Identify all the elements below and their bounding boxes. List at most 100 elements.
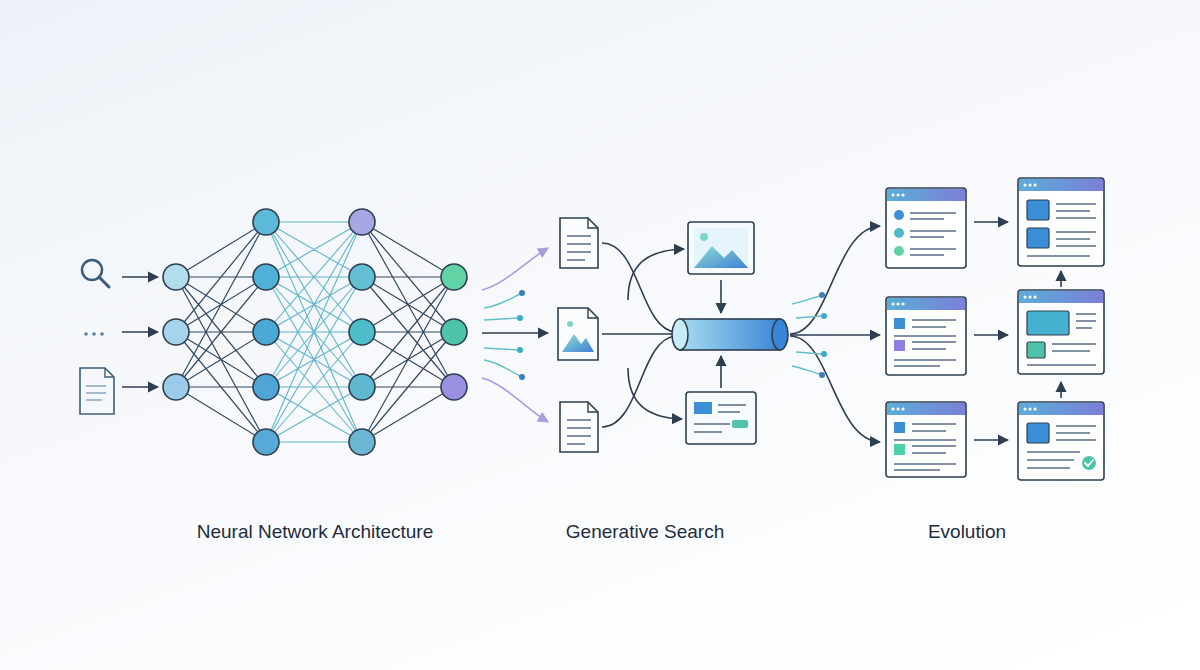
window-dots bbox=[893, 194, 903, 197]
document-lines bbox=[567, 236, 591, 260]
neuron bbox=[441, 319, 467, 345]
branch-arrow bbox=[628, 249, 684, 300]
list-bullet bbox=[894, 210, 904, 220]
neuron bbox=[163, 374, 189, 400]
card-button bbox=[732, 420, 748, 428]
image-document-icon bbox=[558, 308, 598, 360]
document-fold bbox=[588, 218, 598, 228]
section-label: Evolution bbox=[807, 520, 1127, 544]
signal-dot bbox=[819, 372, 825, 378]
picture-area bbox=[694, 228, 748, 268]
window-bar bbox=[887, 298, 965, 310]
content-block bbox=[1027, 423, 1049, 443]
input-arrow bbox=[122, 276, 158, 278]
signal-dots bbox=[517, 290, 525, 380]
sun-glyph bbox=[567, 321, 573, 327]
signal-dot bbox=[819, 292, 825, 298]
window-dots bbox=[1025, 408, 1035, 411]
signal-dot bbox=[519, 290, 525, 296]
signal-dot bbox=[517, 315, 523, 321]
document-icon bbox=[80, 368, 114, 414]
neuron bbox=[253, 319, 279, 345]
neuron bbox=[349, 429, 375, 455]
document-lines bbox=[86, 386, 106, 400]
list-bullet bbox=[894, 228, 904, 238]
signal-dot bbox=[519, 374, 525, 380]
neuron bbox=[441, 374, 467, 400]
window-frame bbox=[1018, 178, 1104, 266]
signal-line bbox=[792, 296, 820, 304]
document-fold bbox=[588, 308, 598, 318]
window-bar bbox=[1019, 179, 1103, 191]
content-lines bbox=[894, 424, 956, 470]
signal-line bbox=[484, 294, 520, 308]
card-frame bbox=[686, 392, 756, 444]
up-arrow bbox=[1060, 271, 1062, 287]
network-weights bbox=[266, 222, 362, 442]
content-block bbox=[1027, 342, 1045, 358]
neuron bbox=[349, 374, 375, 400]
window-bar bbox=[887, 403, 965, 415]
window-dots bbox=[893, 303, 903, 306]
window-bar bbox=[1019, 291, 1103, 303]
ellipsis-dot bbox=[100, 332, 104, 336]
evolved-window bbox=[1018, 290, 1104, 374]
neuron bbox=[349, 209, 375, 235]
step-arrow bbox=[974, 334, 1008, 336]
sun-glyph bbox=[700, 233, 708, 241]
split-arrow bbox=[790, 226, 880, 334]
ellipsis-dot bbox=[92, 332, 96, 336]
window-dots bbox=[1025, 184, 1035, 187]
content-block bbox=[1027, 228, 1049, 248]
signal-dot bbox=[821, 313, 827, 319]
content-lines bbox=[1027, 204, 1096, 256]
generated-documents bbox=[558, 218, 598, 452]
document-lines bbox=[567, 420, 591, 444]
pipe-end bbox=[672, 319, 688, 350]
window-dots bbox=[1025, 296, 1035, 299]
evolved-window bbox=[1018, 402, 1104, 480]
neuron bbox=[163, 319, 189, 345]
content-block bbox=[1027, 200, 1049, 220]
pipe-body bbox=[680, 319, 780, 350]
neuron bbox=[163, 264, 189, 290]
signal-dot bbox=[517, 347, 523, 353]
signal-line bbox=[796, 352, 822, 354]
content-lines bbox=[1027, 344, 1096, 365]
content-lines bbox=[1076, 314, 1096, 328]
check-badge bbox=[1082, 456, 1096, 470]
content-lines bbox=[894, 320, 956, 366]
window-bar bbox=[1019, 403, 1103, 415]
search-pipe bbox=[672, 319, 788, 350]
candidate-window bbox=[886, 402, 966, 477]
list-lines bbox=[910, 213, 956, 255]
section-label: Generative Search bbox=[485, 520, 805, 544]
content-square bbox=[894, 444, 905, 455]
neuron bbox=[349, 319, 375, 345]
down-arrow bbox=[720, 280, 722, 313]
image-card bbox=[688, 222, 754, 313]
ellipsis-dot bbox=[84, 332, 88, 336]
signal-line bbox=[792, 366, 820, 374]
window-frame bbox=[886, 402, 966, 477]
pipe-end bbox=[772, 319, 788, 350]
signal-line bbox=[484, 318, 518, 320]
window-dots bbox=[893, 408, 903, 411]
window-frame bbox=[1018, 402, 1104, 480]
up-arrow bbox=[1060, 382, 1062, 398]
input-arrow bbox=[122, 331, 158, 333]
neurons bbox=[163, 209, 467, 455]
window-frame bbox=[886, 188, 966, 268]
split-lines bbox=[790, 226, 880, 442]
network-weights bbox=[176, 222, 454, 442]
split-arrow bbox=[790, 334, 880, 336]
neuron bbox=[349, 264, 375, 290]
neuron bbox=[253, 264, 279, 290]
signal-line bbox=[484, 348, 518, 350]
neuron bbox=[253, 429, 279, 455]
magnifier-handle bbox=[99, 277, 109, 287]
neuron bbox=[253, 374, 279, 400]
card-block bbox=[694, 402, 712, 414]
